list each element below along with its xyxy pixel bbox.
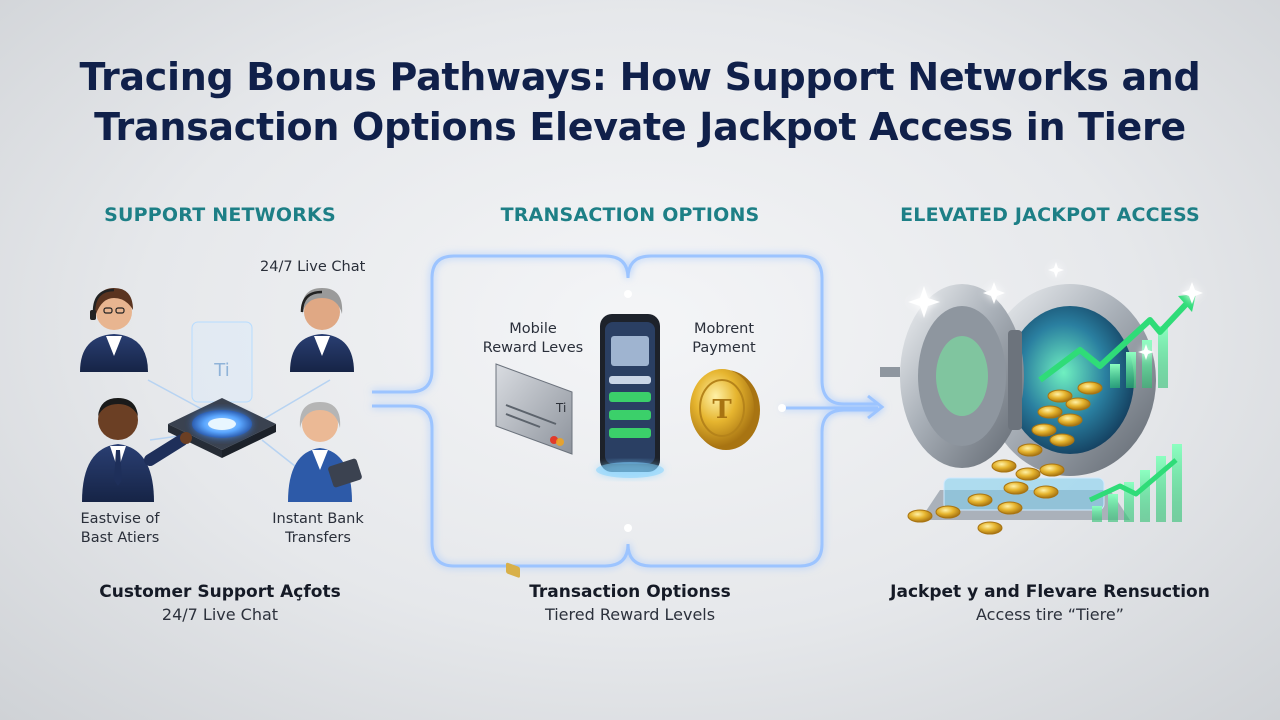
pathway-nodes [624, 290, 786, 532]
svg-text:T: T [712, 395, 732, 425]
support-caption-sub: 24/7 Live Chat [161, 605, 279, 624]
vault-icon [880, 284, 1156, 520]
label-payment-line-2: Payment [692, 340, 756, 356]
jackpot-caption-main: Jackpet y and Flevare Rensuction [890, 582, 1210, 602]
label-instant-bank-line-2: Transfers [285, 530, 351, 546]
gold-coin-icon: T [690, 369, 760, 450]
smartphone-icon [596, 314, 664, 478]
support-networks-heading: SUPPORT NETWORKS [104, 204, 336, 226]
title-line-1: Tracing Bonus Pathways: How Support Netw… [79, 55, 1201, 99]
svg-text:Ti: Ti [213, 360, 229, 381]
svg-text:Ti: Ti [555, 401, 566, 415]
jackpot-caption-sub: Access tire “Tiere” [976, 605, 1124, 624]
hub-chip-icon: Ti [168, 321, 276, 458]
label-eastvise-line-1: Eastvise of [80, 511, 160, 527]
label-mobile-line-1: Mobile [509, 321, 557, 337]
agent-avatar-bottom-left [82, 398, 192, 502]
label-mobile-reward: Mobile Reward Leves [480, 320, 586, 358]
transaction-caption-sub: Tiered Reward Levels [544, 605, 716, 624]
jackpot-access-heading: ELEVATED JACKPOT ACCESS [900, 204, 1200, 226]
sparkle-icon [908, 262, 1203, 360]
coin-pile [907, 381, 1103, 535]
agent-avatar-bottom-right [288, 402, 362, 502]
transaction-caption-main: Transaction Optionss [529, 582, 731, 602]
agent-avatar-top-right [290, 288, 354, 372]
label-instant-bank-line-1: Instant Bank [272, 511, 364, 527]
label-mobrent-payment: Mobrent Payment [684, 320, 764, 358]
pathway-lines [372, 254, 885, 568]
transaction-options-heading: TRANSACTION OPTIONS [500, 204, 760, 226]
support-caption-main: Customer Support Açfots [99, 582, 341, 602]
label-live-chat: 24/7 Live Chat [260, 259, 366, 275]
label-instant-bank: Instant Bank Transfers [270, 510, 366, 548]
label-eastvise-line-2: Bast Atiers [80, 530, 160, 546]
label-mobile-line-2: Reward Leves [482, 340, 584, 356]
label-payment-line-1: Mobrent [693, 321, 755, 337]
agent-headset-icon [80, 288, 148, 372]
growth-arrow-icon [1038, 294, 1196, 522]
credit-card-icon: Ti [495, 363, 573, 578]
page-title: Tracing Bonus Pathways: How Support Netw… [0, 52, 1280, 152]
title-line-2: Transaction Options Elevate Jackpot Acce… [94, 105, 1186, 149]
label-eastvise: Eastvise of Bast Atiers [80, 510, 160, 548]
